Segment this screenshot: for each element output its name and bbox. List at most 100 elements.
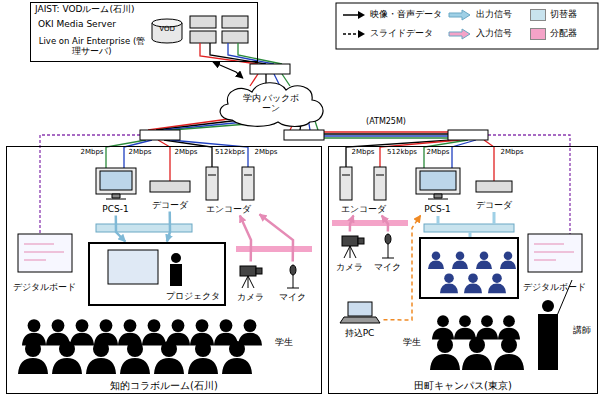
network-wire [452, 140, 476, 168]
remote-screen [420, 238, 518, 298]
people-label: 学生 [403, 338, 421, 348]
node-label: エンコーダ [206, 204, 251, 214]
bandwidth-label: 2Mbps [174, 149, 197, 157]
bandwidth-label: 2Mbps [500, 149, 523, 157]
server-label: Live on Air Enterprise (管理サーバ) [35, 34, 149, 59]
disk-label: VOD [159, 26, 175, 34]
lecturer-figure [538, 280, 572, 370]
remote-screen [428, 251, 444, 269]
node-label: OKI Media Server [38, 19, 116, 29]
laptop-icon [340, 302, 380, 323]
network-wire [238, 43, 282, 64]
remote-screen [452, 251, 468, 269]
remote-screen [476, 251, 492, 269]
device-box: PCS-1 [92, 166, 140, 216]
node-label: Live on Air Enterprise (管理サーバ) [38, 37, 146, 57]
distributor-bar [236, 246, 312, 252]
microphone-icon [287, 275, 299, 288]
encoder-tower [206, 167, 386, 200]
connector [167, 212, 170, 242]
legend-frame [336, 3, 598, 49]
decoder-box [150, 181, 190, 192]
device-box: デコーダ [146, 178, 194, 212]
router [140, 130, 180, 140]
switcher-bar [96, 224, 192, 232]
device-box: デコーダ [472, 178, 516, 212]
student-silhouettes [222, 341, 252, 374]
device-box: PCS-1 [412, 166, 464, 216]
bandwidth-label: 2Mbps [80, 149, 103, 157]
legend-item: 映像・音声データ [342, 8, 442, 21]
legend-item: 出力信号 [448, 8, 512, 21]
student-silhouettes [188, 341, 218, 374]
network-wire [40, 135, 140, 234]
camera-icon [242, 276, 254, 288]
bandwidth-label: 2Mbps [426, 149, 449, 157]
microphone-icon [287, 234, 394, 288]
projector-screen [171, 253, 181, 263]
device-box: マイク [274, 262, 312, 304]
bandwidth-label: 2Mbps [254, 149, 277, 157]
student-silhouettes [494, 337, 524, 370]
device-box: カメラ [332, 232, 368, 274]
connector [260, 214, 294, 261]
legend-text: 出力信号 [476, 8, 512, 21]
node-label: JAIST: VODルーム(石川) [35, 4, 134, 14]
output-arrow [438, 212, 494, 238]
legend-item: 切替器 [530, 8, 577, 21]
network-wire [172, 124, 248, 130]
server-rack [190, 16, 248, 43]
node-label: デコーダ [152, 200, 188, 210]
network-wire [164, 122, 244, 130]
device-box: 持込PC [336, 300, 384, 340]
server-rack [190, 31, 216, 43]
remote-screen [428, 251, 516, 293]
legend-sample [342, 28, 366, 40]
legend-sample [448, 28, 472, 40]
encoder-tower [242, 167, 254, 200]
node-label: マイク [279, 292, 306, 302]
server-label: OKI Media Server [36, 17, 148, 32]
digital-board [24, 244, 574, 260]
student-silhouettes [238, 319, 262, 345]
remote-screen [440, 273, 458, 293]
legend-sample [448, 9, 472, 21]
pcs-monitor [100, 171, 132, 190]
node-label: エンコーダ [341, 204, 386, 214]
legend-sample [343, 14, 359, 16]
server-rack [190, 16, 216, 28]
bandwidth-label: 2Mbps [128, 149, 151, 157]
node-label: プロジェクタ [166, 291, 220, 301]
node-label: 学内 バックボーン [240, 93, 302, 114]
legend-sample [449, 10, 470, 20]
node-label: デコーダ [476, 200, 512, 210]
student-silhouettes [94, 319, 118, 345]
legend-text: スライドデータ [370, 27, 433, 40]
connector [382, 216, 388, 232]
student-silhouettes [70, 319, 94, 345]
network-wire [324, 135, 448, 136]
network-wire [40, 43, 570, 234]
student-silhouettes [462, 337, 492, 370]
projector-screen [88, 242, 226, 306]
digital-board [18, 234, 582, 272]
network-wire [250, 74, 258, 86]
router [448, 130, 488, 140]
lecturer-figure [538, 314, 558, 370]
network-wire [282, 74, 290, 86]
student-silhouettes [430, 337, 460, 370]
network-wire [170, 140, 248, 167]
legend-item: スライドデータ [342, 27, 433, 40]
node-label: 知的コラボルーム(石川) [110, 380, 218, 392]
switcher-bar [96, 224, 514, 232]
encoder-tower [374, 167, 386, 200]
server-rack [222, 31, 248, 43]
microphone-icon [382, 244, 394, 258]
network-wire [324, 133, 448, 134]
laptop-icon [340, 317, 380, 323]
node-label: マイク [374, 262, 401, 272]
legend-sample [449, 29, 470, 39]
